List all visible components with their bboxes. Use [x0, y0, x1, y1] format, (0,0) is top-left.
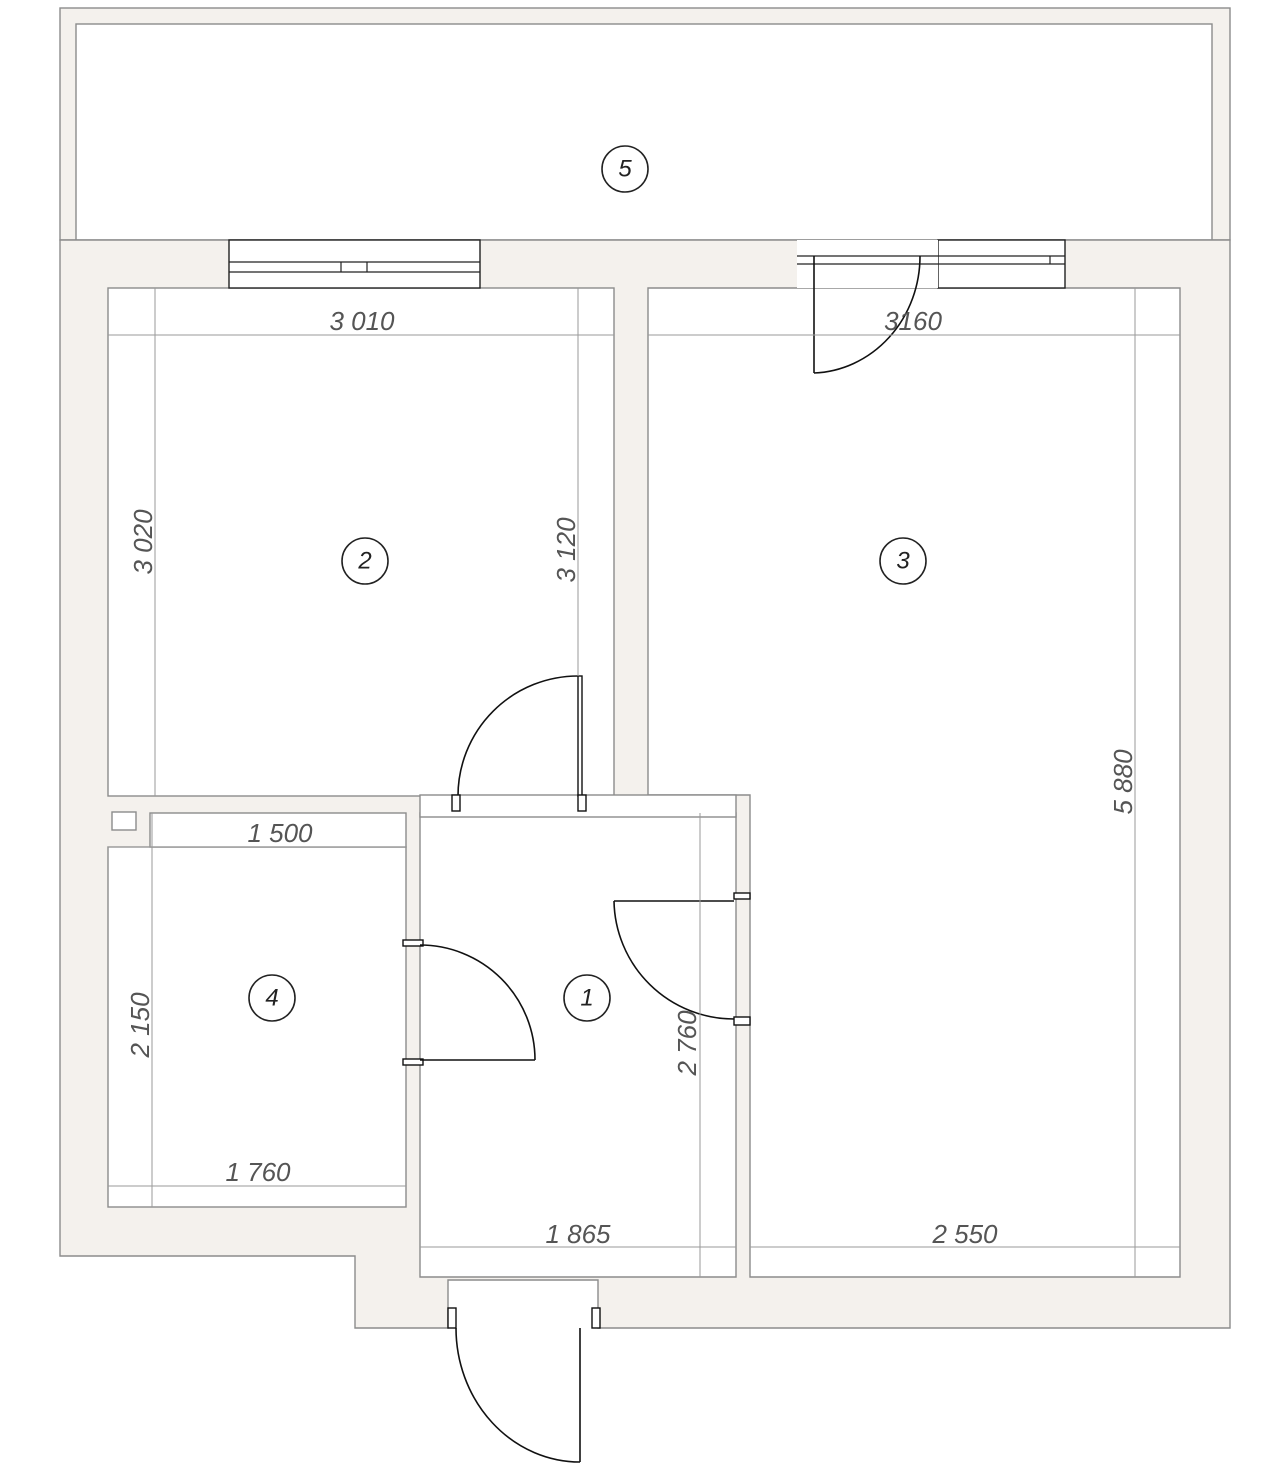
dim-room4-width-bottom: 1 760 — [225, 1157, 291, 1187]
balcony-floor — [75, 23, 1213, 241]
room-marker-3: 3 — [879, 537, 927, 585]
dim-room1-height: 2 760 — [672, 1010, 702, 1077]
dim-room2-height-right: 3 120 — [551, 517, 581, 583]
room-number: 5 — [618, 156, 632, 183]
door-room-4 — [402, 939, 536, 1066]
room-marker-4: 4 — [248, 974, 296, 1022]
room-number: 1 — [580, 985, 593, 1012]
dimension-lines — [108, 288, 1180, 1277]
dim-room3-height: 5 880 — [1108, 749, 1138, 815]
door-room-2 — [451, 675, 587, 812]
door-entrance — [447, 1307, 601, 1463]
room-4-floor — [107, 846, 407, 1208]
window-room-3 — [937, 239, 1066, 289]
window-room-2 — [228, 239, 481, 289]
door-room-3 — [613, 892, 751, 1026]
dim-room2-width: 3 010 — [329, 306, 395, 336]
door-balcony — [813, 255, 921, 374]
room-number: 2 — [357, 548, 371, 575]
room-marker-1: 1 — [563, 974, 611, 1022]
dim-room4-height: 2 150 — [125, 992, 155, 1059]
utility-box — [111, 811, 137, 831]
dim-room2-height-left: 3 020 — [128, 509, 158, 575]
balcony — [59, 7, 1231, 241]
room-number: 4 — [265, 985, 278, 1012]
room-marker-5: 5 — [601, 145, 649, 193]
dim-room1-width: 1 865 — [545, 1219, 611, 1249]
dim-room3-width: 3160 — [884, 306, 942, 336]
room-number: 3 — [896, 548, 910, 575]
room-marker-2: 2 — [341, 537, 389, 585]
room-4-niche — [149, 812, 407, 848]
dim-room4-width-top: 1 500 — [247, 818, 313, 848]
dim-room3-width-bottom: 2 550 — [931, 1219, 998, 1249]
